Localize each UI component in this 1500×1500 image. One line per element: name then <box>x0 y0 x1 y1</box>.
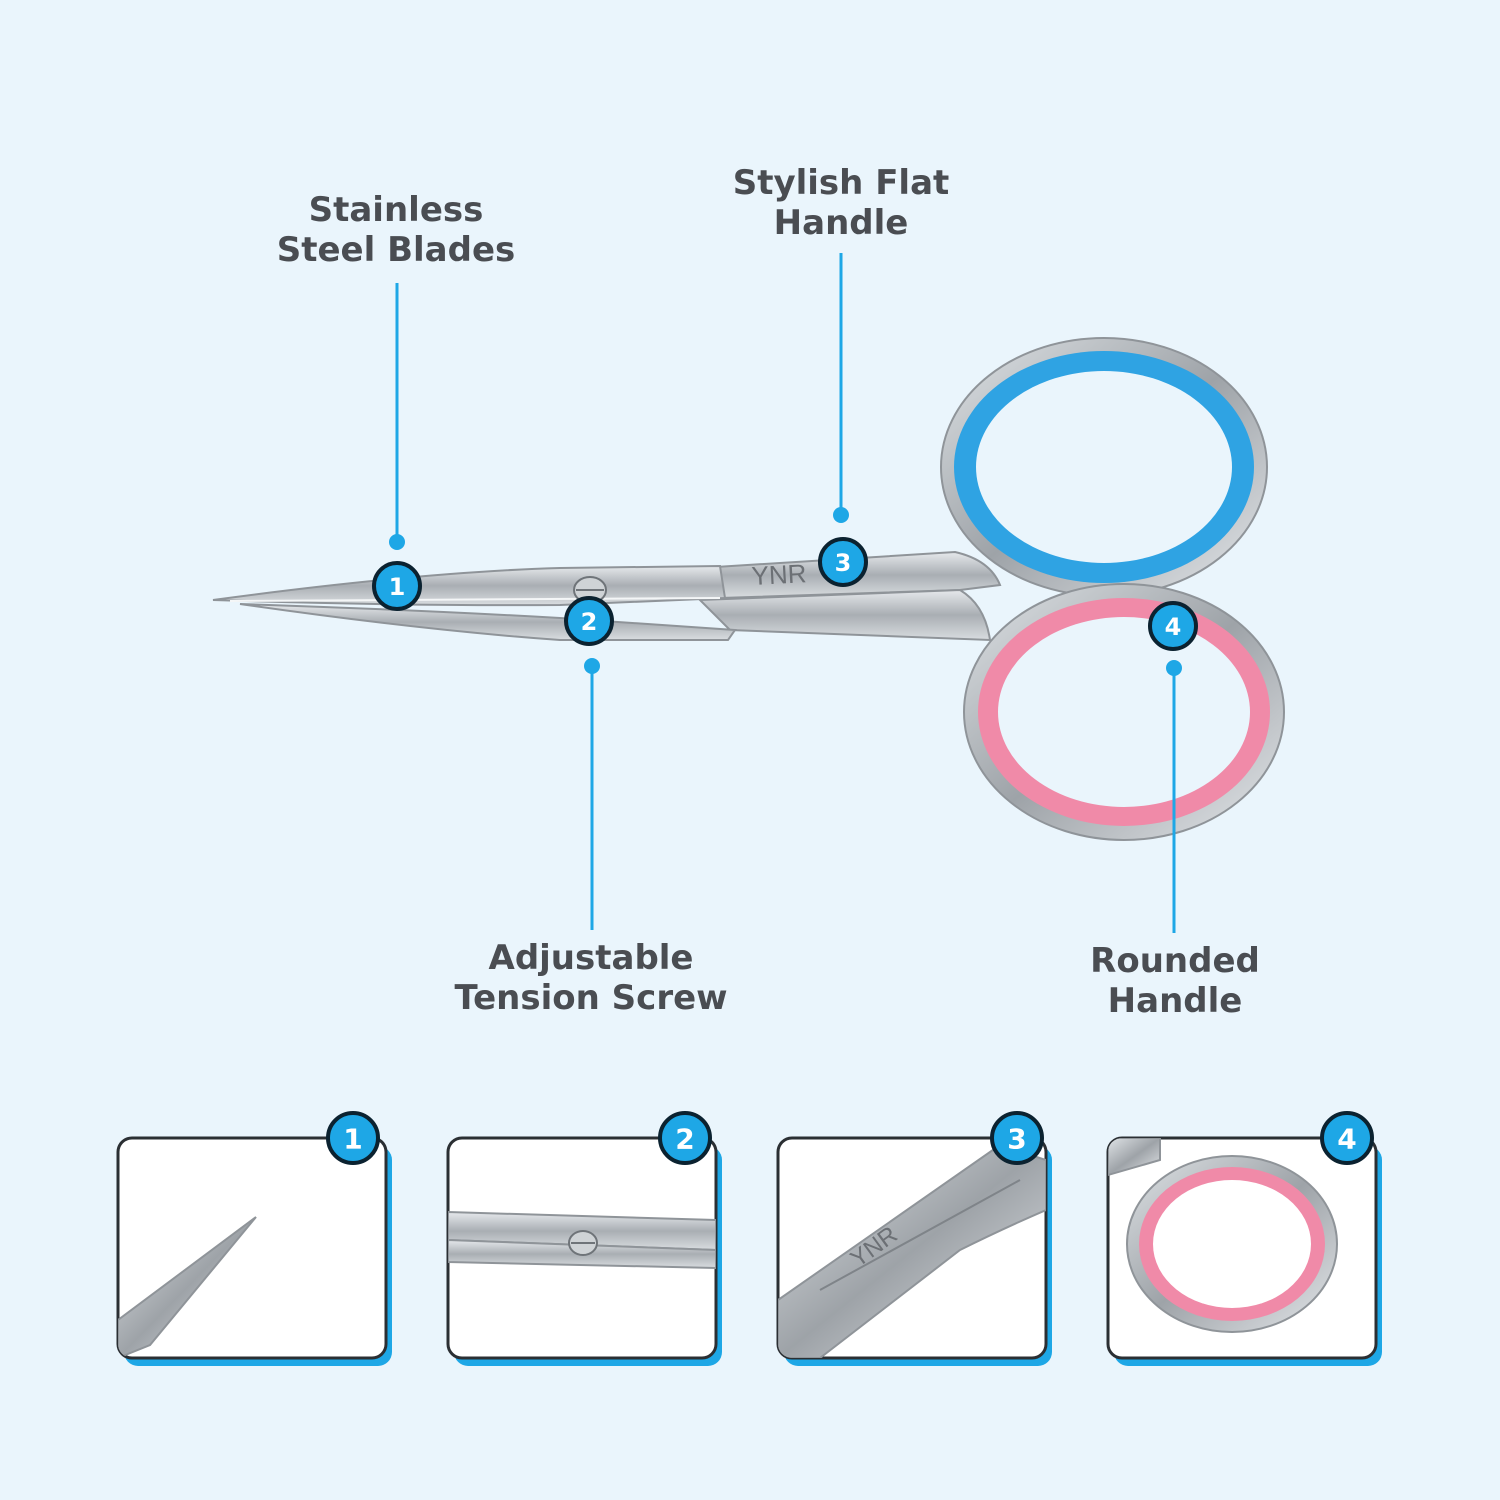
brand-mark: YNR <box>751 558 807 591</box>
rounded-handle-closeup-icon <box>1108 1138 1338 1333</box>
bottom-handle-ring <box>963 583 1285 841</box>
svg-text:1: 1 <box>343 1123 362 1156</box>
svg-text:3: 3 <box>835 549 852 577</box>
svg-text:1: 1 <box>389 573 406 601</box>
card-badge-1: 1 <box>326 1111 380 1165</box>
scissors: YNR <box>212 337 1285 841</box>
tension-screw-closeup-icon <box>448 1210 716 1270</box>
leader-dot-3 <box>833 507 849 523</box>
flat-handle-closeup-icon: YNR <box>778 1143 1046 1358</box>
callout-leaders <box>389 253 1182 933</box>
label-rounded-handle: Rounded Handle <box>1090 941 1260 1021</box>
detail-card-4: 4 <box>1106 1111 1382 1366</box>
card-badge-4: 4 <box>1320 1111 1374 1165</box>
svg-text:2: 2 <box>675 1123 694 1156</box>
callout-badge-4: 4 <box>1148 601 1198 651</box>
card-badge-3: 3 <box>990 1111 1044 1165</box>
leader-dot-2 <box>584 658 600 674</box>
callout-badge-3: 3 <box>818 537 868 587</box>
blade-tip-closeup-icon <box>118 1216 257 1358</box>
leader-dot-1 <box>389 534 405 550</box>
svg-text:3: 3 <box>1007 1123 1026 1156</box>
label-stylish-flat-handle: Stylish Flat Handle <box>732 163 950 243</box>
top-handle-ring <box>940 337 1268 597</box>
svg-text:4: 4 <box>1165 613 1182 641</box>
callout-badge-1: 1 <box>372 561 422 611</box>
label-adjustable-tension-screw: Adjustable Tension Screw <box>454 938 728 1018</box>
callout-badge-2: 2 <box>564 596 614 646</box>
detail-card-3: YNR 3 <box>776 1111 1052 1366</box>
card-badge-2: 2 <box>658 1111 712 1165</box>
svg-text:2: 2 <box>581 608 598 636</box>
label-stainless-steel-blades: Stainless Steel Blades <box>276 190 516 270</box>
detail-card-1: 1 <box>116 1111 392 1366</box>
detail-card-2: 2 <box>446 1111 722 1366</box>
svg-text:4: 4 <box>1337 1123 1356 1156</box>
leader-dot-4 <box>1166 660 1182 676</box>
